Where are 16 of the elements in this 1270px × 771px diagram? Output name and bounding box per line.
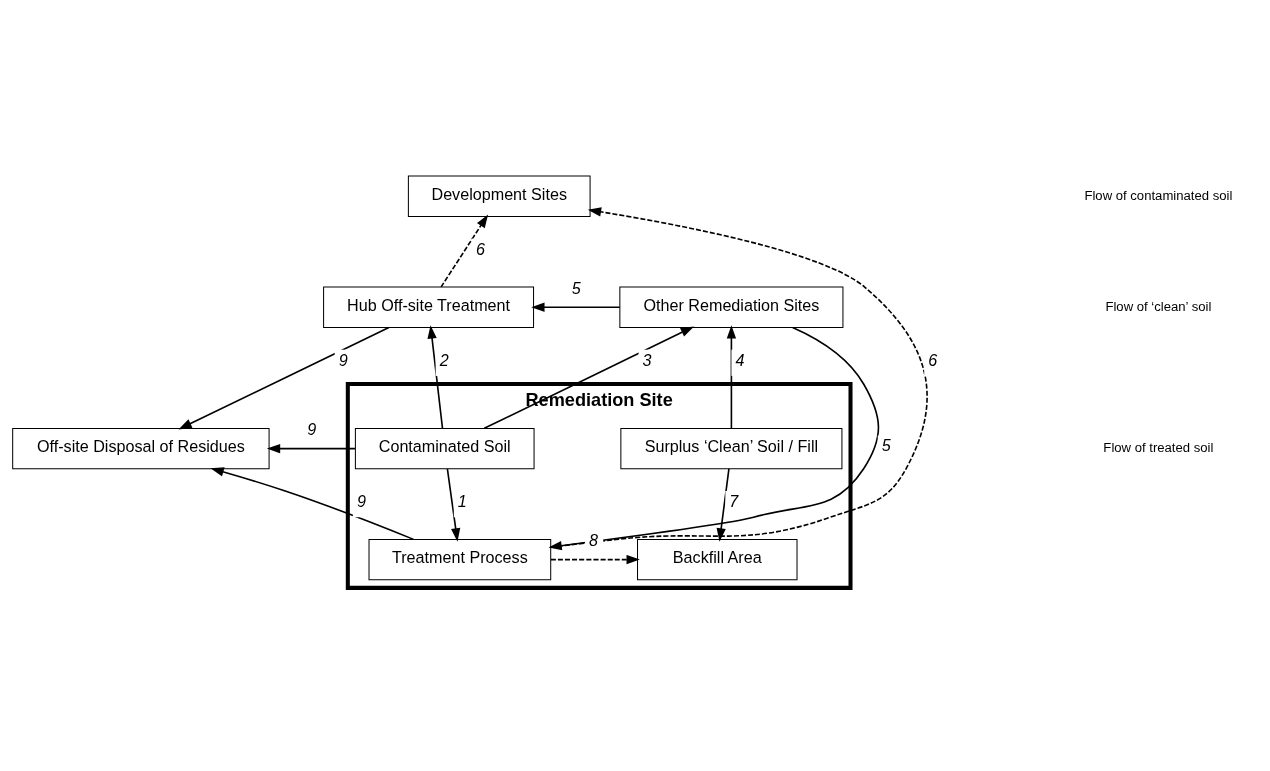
edge-label: 7 bbox=[729, 491, 739, 510]
edge-label: 6 bbox=[476, 239, 485, 258]
edge-label: 8 bbox=[589, 530, 599, 549]
legend-label: Flow of contaminated soil bbox=[1084, 187, 1233, 203]
edge-label: 3 bbox=[642, 350, 652, 369]
edge-label: 9 bbox=[307, 419, 317, 438]
legend-label: Flow of ‘clean’ soil bbox=[1105, 298, 1212, 314]
edge-label: 5 bbox=[881, 435, 891, 454]
edge-label: 2 bbox=[439, 350, 449, 369]
legend-label: Flow of treated soil bbox=[1103, 439, 1214, 455]
edge-label: 1 bbox=[457, 491, 467, 510]
edge-label: 9 bbox=[338, 350, 348, 369]
edge-label: 4 bbox=[735, 350, 745, 369]
edge-label: 9 bbox=[356, 491, 366, 510]
edge-label: 6 bbox=[928, 350, 938, 369]
edge-label: 5 bbox=[571, 278, 581, 297]
